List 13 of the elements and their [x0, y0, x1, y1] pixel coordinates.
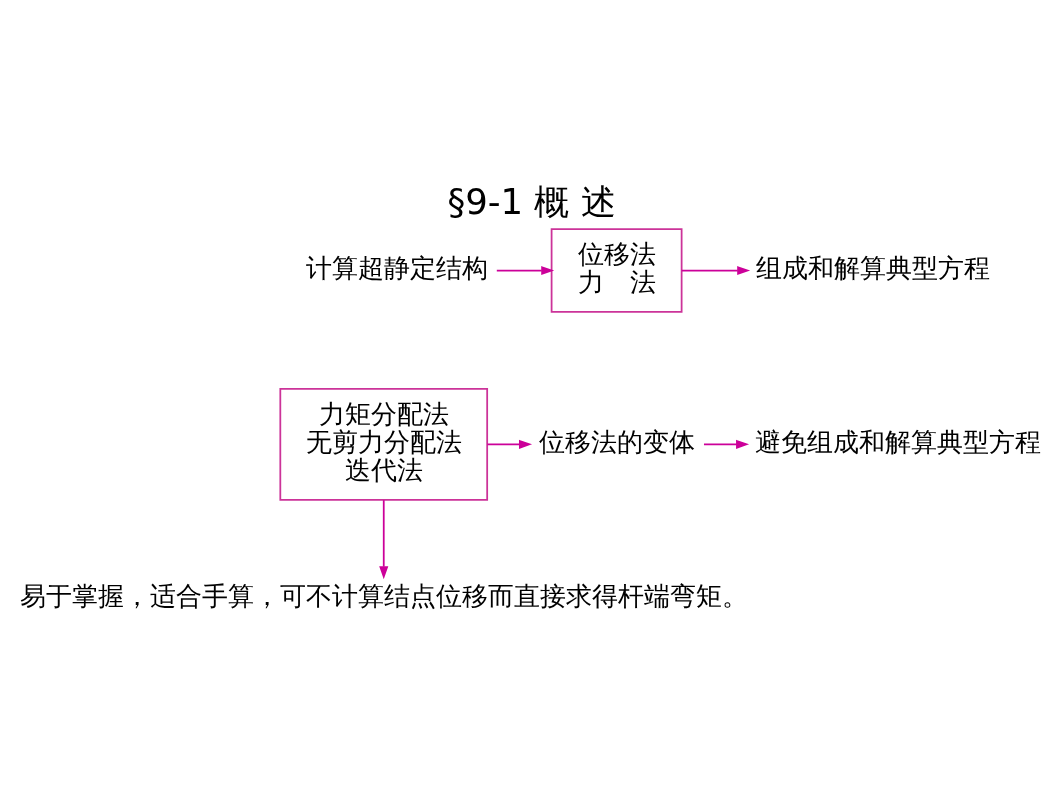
node-text: 组成和解算典型方程	[756, 252, 991, 283]
node-text: 位移法的变体	[538, 426, 695, 457]
node-text: 易于掌握，适合手算，可不计算结点位移而直接求得杆端弯矩。	[19, 580, 748, 611]
node-box: 力矩分配法 无剪力分配法 迭代法	[279, 387, 489, 501]
arrow	[486, 439, 532, 449]
diagram-title: §9-1 概 述	[447, 180, 616, 222]
node-text: 避免组成和解算典型方程	[754, 426, 1041, 457]
arrow	[495, 265, 555, 275]
arrow	[703, 439, 750, 449]
arrow	[379, 498, 389, 579]
node-text: 计算超静定结构	[305, 252, 488, 283]
node-box: 位移法 力 法	[550, 227, 683, 313]
arrow	[680, 265, 751, 275]
